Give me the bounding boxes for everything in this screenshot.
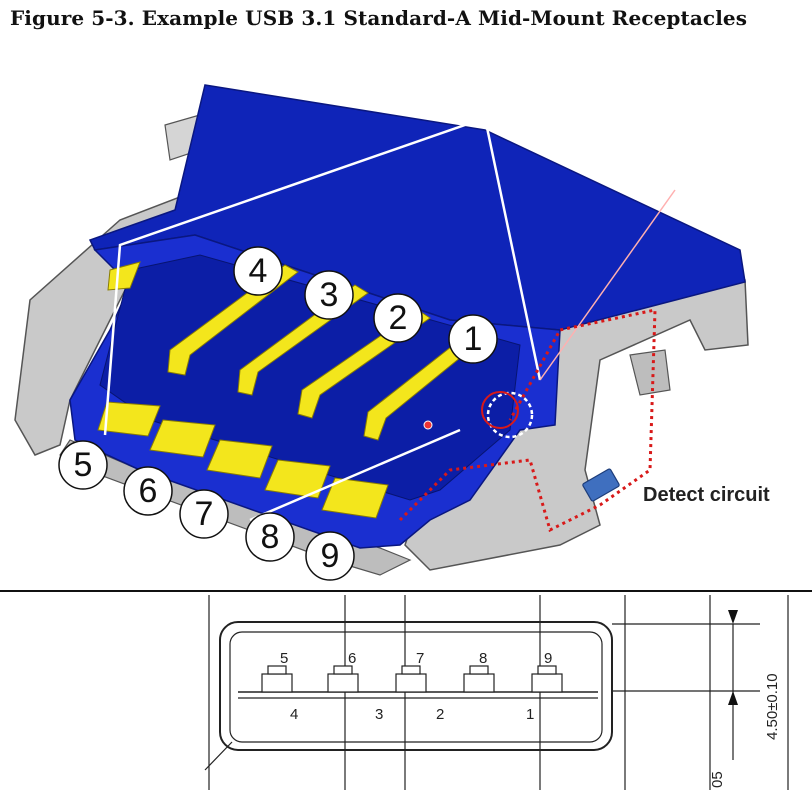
pin-label-8: 8 — [479, 650, 487, 667]
pin-row — [261, 665, 563, 693]
detect-circle-white — [486, 391, 534, 439]
pin-label-3: 3 — [375, 706, 383, 723]
dimension-arrow — [728, 610, 738, 624]
lower-pads — [97, 401, 389, 519]
receptacle-outer-outline — [219, 621, 613, 751]
pin-label-2: 2 — [436, 706, 444, 723]
annotation-lines — [103, 116, 676, 522]
dimension-arrow — [728, 691, 738, 705]
pin-label-5: 5 — [280, 650, 288, 667]
svg-text:1: 1 — [464, 320, 483, 358]
svg-text:9: 9 — [321, 537, 340, 575]
pointer-triangle — [103, 116, 542, 436]
edge-label: 05 — [709, 771, 726, 788]
detect-circle-red — [481, 391, 519, 429]
pin-label-4: 4 — [290, 706, 298, 723]
pad-badge-5: 5 — [58, 440, 108, 490]
receptacle-drawing-view: 5 6 7 8 9 4 3 2 1 4.50±0.10 05 — [204, 595, 789, 790]
svg-text:4: 4 — [249, 252, 268, 290]
detect-component — [582, 468, 620, 502]
detect-circuit-label: Detect circuit — [643, 484, 770, 506]
pad-badge-6: 6 — [123, 466, 173, 516]
pad-8 — [264, 459, 331, 499]
pad-badge-9: 9 — [305, 531, 355, 581]
contact-point-dot — [423, 420, 433, 430]
pin-outline — [261, 665, 293, 693]
svg-text:5: 5 — [74, 446, 93, 484]
svg-text:8: 8 — [261, 518, 280, 556]
contact-badge-3: 3 — [304, 270, 354, 320]
receptacle-iso-view: Detect circuit 4 3 2 1 5 6 7 8 9 — [14, 84, 770, 581]
svg-text:3: 3 — [320, 276, 339, 314]
leader-line — [204, 741, 233, 771]
pad-badge-7: 7 — [179, 489, 229, 539]
dimension-label: 4.50±0.10 — [764, 673, 781, 740]
figure-title: Figure 5-3. Example USB 3.1 Standard-A M… — [10, 6, 748, 30]
pointer-to-detect — [249, 428, 461, 522]
pad-6 — [149, 419, 216, 458]
pin-outline — [395, 665, 427, 693]
svg-text:7: 7 — [195, 495, 214, 533]
pointer-red-line — [539, 189, 676, 381]
contact-badge-4: 4 — [233, 246, 283, 296]
contact-badge-2: 2 — [373, 293, 423, 343]
svg-text:2: 2 — [389, 299, 408, 337]
shell-right-flange — [629, 349, 671, 396]
pin-outline — [531, 665, 563, 693]
section-divider — [0, 590, 812, 592]
detect-circuit-wire — [398, 308, 657, 533]
contact-badge-1: 1 — [448, 314, 498, 364]
pad-7 — [206, 439, 273, 479]
receptacle-inner-outline — [229, 631, 603, 743]
pad-9 — [321, 477, 389, 519]
svg-text:6: 6 — [139, 472, 158, 510]
pin-label-6: 6 — [348, 650, 356, 667]
pin-label-9: 9 — [544, 650, 552, 667]
pin-outline — [463, 665, 495, 693]
pin-label-7: 7 — [416, 650, 424, 667]
pad-5 — [97, 401, 161, 437]
pad-badge-8: 8 — [245, 512, 295, 562]
pin-outline — [327, 665, 359, 693]
pin-label-1: 1 — [526, 706, 534, 723]
